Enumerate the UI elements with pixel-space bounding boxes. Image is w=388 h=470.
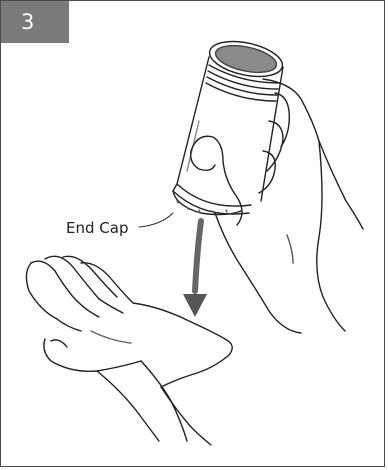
step-number-badge: 3 <box>1 1 69 43</box>
step-number: 3 <box>21 10 34 34</box>
end-cap-leader-line <box>139 213 173 227</box>
canister <box>173 36 286 215</box>
right-hand <box>191 79 363 333</box>
left-hand <box>26 256 232 445</box>
pour-arrow-icon <box>183 221 207 317</box>
end-cap-label: End Cap <box>66 219 128 237</box>
